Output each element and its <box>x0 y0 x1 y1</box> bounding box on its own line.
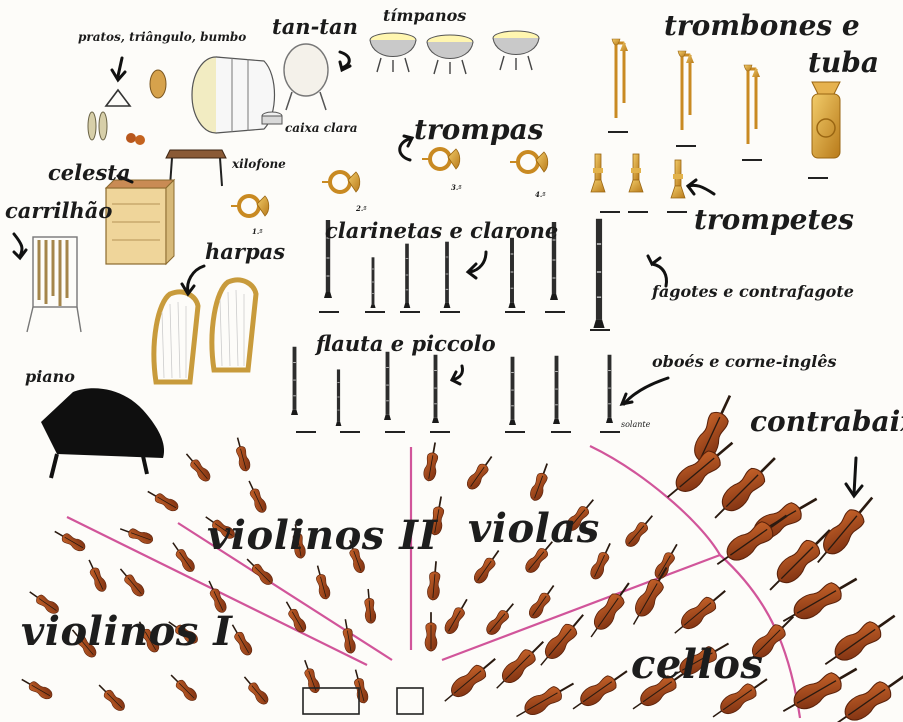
violin-icon <box>350 668 369 704</box>
label-bassoons: fagotes e contrafagote <box>652 284 854 300</box>
harp-icon-1 <box>154 292 198 382</box>
label-trombones-line2: tuba <box>808 49 879 77</box>
cello-icon <box>491 636 549 694</box>
snare-drum-icon <box>262 112 282 124</box>
violin-icon <box>243 555 275 587</box>
violin-icon <box>52 527 87 553</box>
label-horns: trompas <box>414 116 543 144</box>
conductor-podium-icon <box>397 688 423 714</box>
trumpets-group <box>591 154 685 198</box>
violin-icon <box>167 671 199 703</box>
violin-icon <box>312 564 331 600</box>
label-xylophone: xilofone <box>232 158 286 170</box>
label-chimes: carrilhão <box>5 200 112 221</box>
cymbals-icon <box>88 112 107 140</box>
label-trombones-line1: trombones e <box>664 12 860 40</box>
cello-icon <box>568 664 632 716</box>
violin-icon <box>19 675 54 701</box>
viola-icon <box>623 512 657 549</box>
timpani-group <box>370 31 539 74</box>
triangle-icon <box>106 90 130 106</box>
violin-icon <box>182 450 212 483</box>
violin-icon <box>244 479 268 515</box>
label-oboe-small: solante <box>621 421 650 429</box>
label-violins-1: violinos I <box>21 612 232 652</box>
label-tamtam: tan-tan <box>272 16 358 37</box>
conductor-box-left <box>303 688 359 714</box>
chimes-icon <box>27 237 81 332</box>
cello-icon <box>584 578 636 642</box>
violin-icon <box>240 673 270 706</box>
double-bass-icon <box>810 491 881 570</box>
label-flutes: flauta e piccolo <box>316 333 496 354</box>
viola-icon <box>425 612 437 651</box>
viola-icon <box>442 596 472 636</box>
violin-icon <box>84 558 108 594</box>
cello-icon <box>512 676 577 722</box>
label-violas: violas <box>468 509 600 549</box>
label-clarinets: clarinetas e clarone <box>325 220 558 241</box>
viola-icon <box>471 547 503 586</box>
label-piano: piano <box>25 369 75 385</box>
label-percussion: pratos, triângulo, bumbo <box>78 31 246 43</box>
violin-icon <box>363 589 376 624</box>
label-oboes: oboés e corne-inglês <box>652 354 837 370</box>
viola-icon <box>427 561 442 601</box>
label-snare: caixa clara <box>285 122 358 134</box>
trombones-group <box>612 39 760 144</box>
cello-icon <box>439 652 500 707</box>
xylophone-icon <box>166 150 226 186</box>
violin-icon <box>232 436 251 472</box>
celesta-icon <box>106 180 174 264</box>
viola-icon <box>528 462 552 503</box>
violin-icon <box>145 487 180 513</box>
label-timpani: tímpanos <box>383 8 466 24</box>
viola-icon <box>484 600 518 637</box>
label-cellos: cellos <box>631 645 763 685</box>
double-bass-icon <box>819 607 901 673</box>
violin-icon <box>95 681 127 713</box>
viola-icon <box>464 453 496 492</box>
horn-number-4: 4.ª <box>535 191 546 198</box>
label-double-basses: contrabaixos <box>750 408 903 436</box>
horn-number-1: 1.ª <box>252 228 263 235</box>
cello-icon <box>669 584 730 639</box>
horn-number-3: 3.ª <box>451 184 462 191</box>
label-harps: harpas <box>205 241 285 262</box>
violin-icon <box>118 524 154 546</box>
label-trumpets: trompetes <box>694 206 854 234</box>
harp-icon-2 <box>212 280 256 370</box>
cello-icon <box>534 609 589 670</box>
label-violins-2: violinos II <box>207 516 438 556</box>
viola-icon <box>526 582 558 621</box>
viola-icon <box>423 441 441 481</box>
tuba-icon <box>812 82 840 158</box>
flutes-oboes-group <box>291 347 613 426</box>
violin-icon <box>116 565 146 598</box>
piano-icon <box>41 388 164 478</box>
tamtam-icon <box>284 44 328 110</box>
label-celesta: celesta <box>48 162 131 183</box>
double-bass-icon <box>829 667 903 722</box>
horn-number-2: 2.ª <box>356 205 367 212</box>
